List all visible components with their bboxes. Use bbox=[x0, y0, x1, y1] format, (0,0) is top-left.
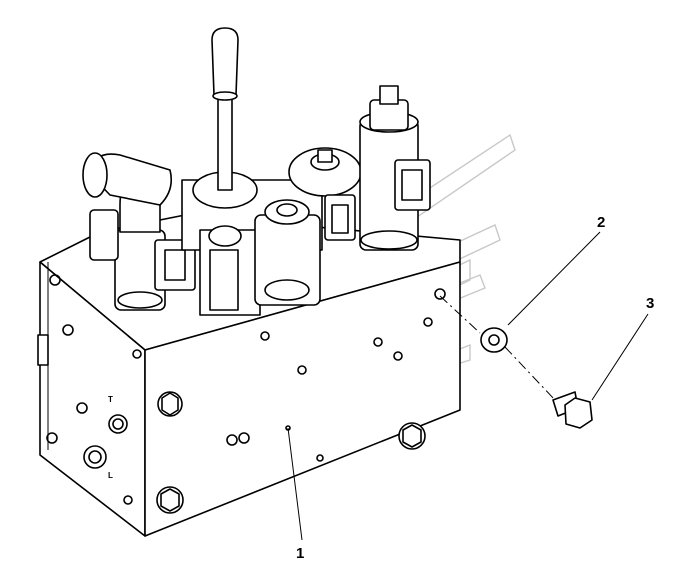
bolt-head bbox=[398, 422, 426, 450]
solenoid-valve bbox=[199, 199, 321, 316]
port-mark-l: L bbox=[108, 471, 113, 480]
electrical-connector bbox=[154, 239, 196, 291]
leader-line bbox=[591, 313, 649, 401]
leader-line bbox=[507, 231, 601, 326]
pressure-switch bbox=[288, 147, 362, 197]
leader-line bbox=[287, 427, 303, 541]
assembly-axis-line bbox=[439, 295, 556, 401]
port-mark-t: T bbox=[108, 395, 113, 404]
callout-1: 1 bbox=[296, 545, 304, 562]
callout-2: 2 bbox=[597, 214, 605, 231]
electrical-connector bbox=[324, 194, 356, 241]
bolt-head bbox=[157, 391, 183, 417]
hex-bolt bbox=[552, 391, 593, 429]
bolt-head bbox=[156, 486, 184, 514]
proportional-solenoid bbox=[359, 85, 431, 251]
washer bbox=[480, 327, 508, 353]
elbow-fitting bbox=[82, 152, 173, 311]
callout-3: 3 bbox=[646, 295, 654, 312]
